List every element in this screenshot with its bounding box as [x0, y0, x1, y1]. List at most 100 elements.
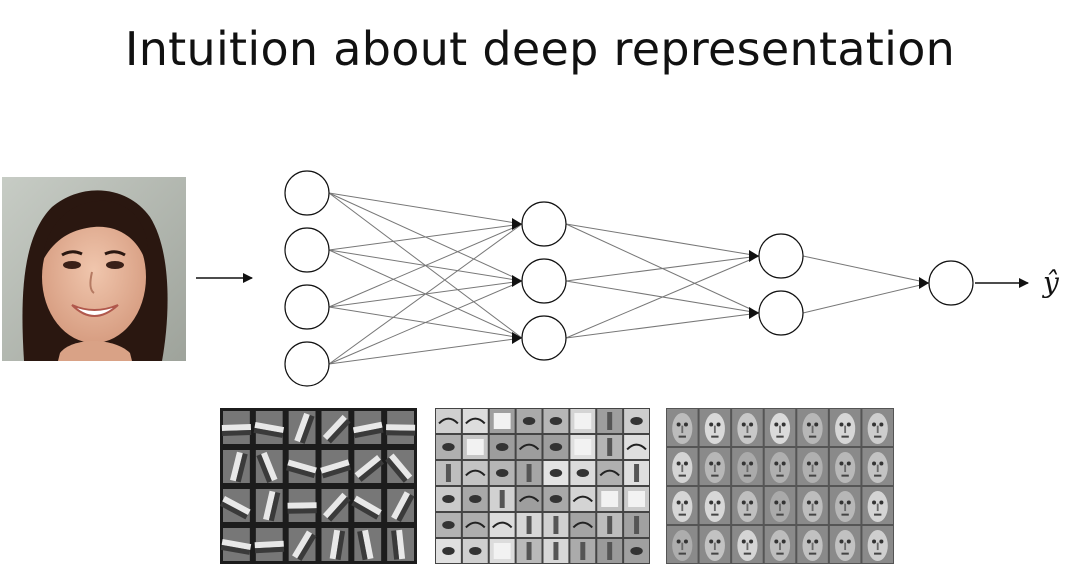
- layer-1-node: [284, 284, 330, 330]
- edge-filter-tile: [254, 528, 285, 561]
- face-part-tile: [462, 409, 488, 433]
- face-part-tile: [624, 513, 649, 537]
- face-template-tile: [829, 487, 861, 524]
- connection-edge: [565, 255, 760, 282]
- layer-3-node: [758, 290, 804, 336]
- face-template-tile: [667, 526, 698, 563]
- face-part-tile: [597, 409, 623, 433]
- edge-filter-tile: [387, 528, 414, 561]
- face-part-tile: [570, 409, 596, 433]
- face-part-tile: [597, 539, 623, 563]
- face-part-tile: [436, 539, 461, 563]
- face-template-tile: [829, 448, 861, 485]
- edge-filter-tile: [221, 411, 252, 444]
- face-part-tile: [462, 539, 488, 563]
- connection-edge: [802, 255, 930, 284]
- input-face-photo: [2, 177, 186, 361]
- face-part-tile: [489, 539, 515, 563]
- edge-filter-tile: [255, 450, 283, 483]
- face-template-tile: [732, 448, 763, 485]
- face-part-tile: [624, 487, 649, 511]
- edge-filter-tile: [321, 411, 351, 444]
- face-template-tile: [699, 448, 731, 485]
- face-part-tile: [624, 539, 649, 563]
- layer-2-node: [521, 258, 567, 304]
- edge-arrowhead: [749, 250, 759, 262]
- edge-filter-tile: [385, 450, 414, 483]
- face-part-tile: [436, 513, 461, 537]
- edge-filter-tile: [321, 489, 351, 522]
- face-template-tile: [699, 526, 731, 563]
- face-part-tile: [597, 435, 623, 459]
- face-part-tile: [543, 461, 569, 485]
- layer-1-node: [284, 170, 330, 216]
- face-template-tile: [764, 526, 796, 563]
- edge-filter-tile: [285, 450, 317, 483]
- face-part-tile: [516, 539, 542, 563]
- face-part-tile: [489, 513, 515, 537]
- face-template-tile: [829, 409, 861, 446]
- edge-filter-tile: [387, 489, 415, 523]
- edge-arrowhead: [512, 332, 522, 344]
- connection-edge: [328, 280, 523, 365]
- connection-edge: [802, 282, 930, 314]
- edge-filter-tile: [220, 489, 251, 522]
- face-part-tile: [462, 487, 488, 511]
- face-template-tile: [797, 526, 828, 563]
- face-template-tile: [797, 409, 828, 446]
- edge-filter-tile: [354, 450, 385, 483]
- face-part-tile: [489, 409, 515, 433]
- face-template-tile: [829, 526, 861, 563]
- connection-edge: [328, 223, 523, 308]
- face-template-tile: [699, 409, 731, 446]
- face-template-tile: [862, 526, 893, 563]
- face-template-tile: [667, 448, 698, 485]
- face-template-tile: [764, 409, 796, 446]
- face-part-tile: [570, 461, 596, 485]
- edge-filter-tile: [354, 528, 382, 561]
- connection-edge: [328, 337, 523, 365]
- face-part-tile: [570, 435, 596, 459]
- face-part-tile: [570, 513, 596, 537]
- face-part-tile: [597, 461, 623, 485]
- connection-edge: [565, 312, 760, 339]
- face-part-tile: [489, 461, 515, 485]
- face-part-tile: [597, 513, 623, 537]
- face-part-tile: [516, 487, 542, 511]
- layer-1-node: [284, 227, 330, 273]
- face-template-tile: [699, 487, 731, 524]
- edge-filter-tile: [320, 450, 352, 483]
- face-part-tile: [543, 539, 569, 563]
- face-parts-features-panel: [435, 408, 650, 564]
- face-part-tile: [570, 487, 596, 511]
- connection-edge: [328, 223, 523, 365]
- face-part-tile: [436, 409, 461, 433]
- face-part-tile: [516, 461, 542, 485]
- edge-filter-tile: [288, 411, 316, 444]
- layer-1-node: [284, 341, 330, 387]
- face-part-tile: [543, 435, 569, 459]
- face-part-tile: [516, 513, 542, 537]
- face-template-tile: [667, 487, 698, 524]
- output-label-yhat: ŷ: [1043, 266, 1059, 299]
- face-part-tile: [436, 435, 461, 459]
- edge-filter-tile: [288, 528, 317, 562]
- edge-filter-tile: [287, 489, 317, 522]
- face-template-tile: [797, 487, 828, 524]
- face-template-tile: [732, 526, 763, 563]
- face-template-tile: [862, 448, 893, 485]
- edge-filter-tile: [321, 528, 349, 561]
- face-part-tile: [436, 461, 461, 485]
- layer-4-node: [928, 260, 974, 306]
- face-part-tile: [489, 435, 515, 459]
- connection-edge: [328, 192, 523, 225]
- slide-title: Intuition about deep representation: [124, 22, 956, 76]
- face-part-tile: [543, 513, 569, 537]
- face-template-tile: [667, 409, 698, 446]
- edge-filter-tile: [385, 411, 416, 444]
- face-template-tile: [862, 487, 893, 524]
- face-part-tile: [543, 409, 569, 433]
- face-template-tile: [732, 409, 763, 446]
- face-template-tile: [862, 409, 893, 446]
